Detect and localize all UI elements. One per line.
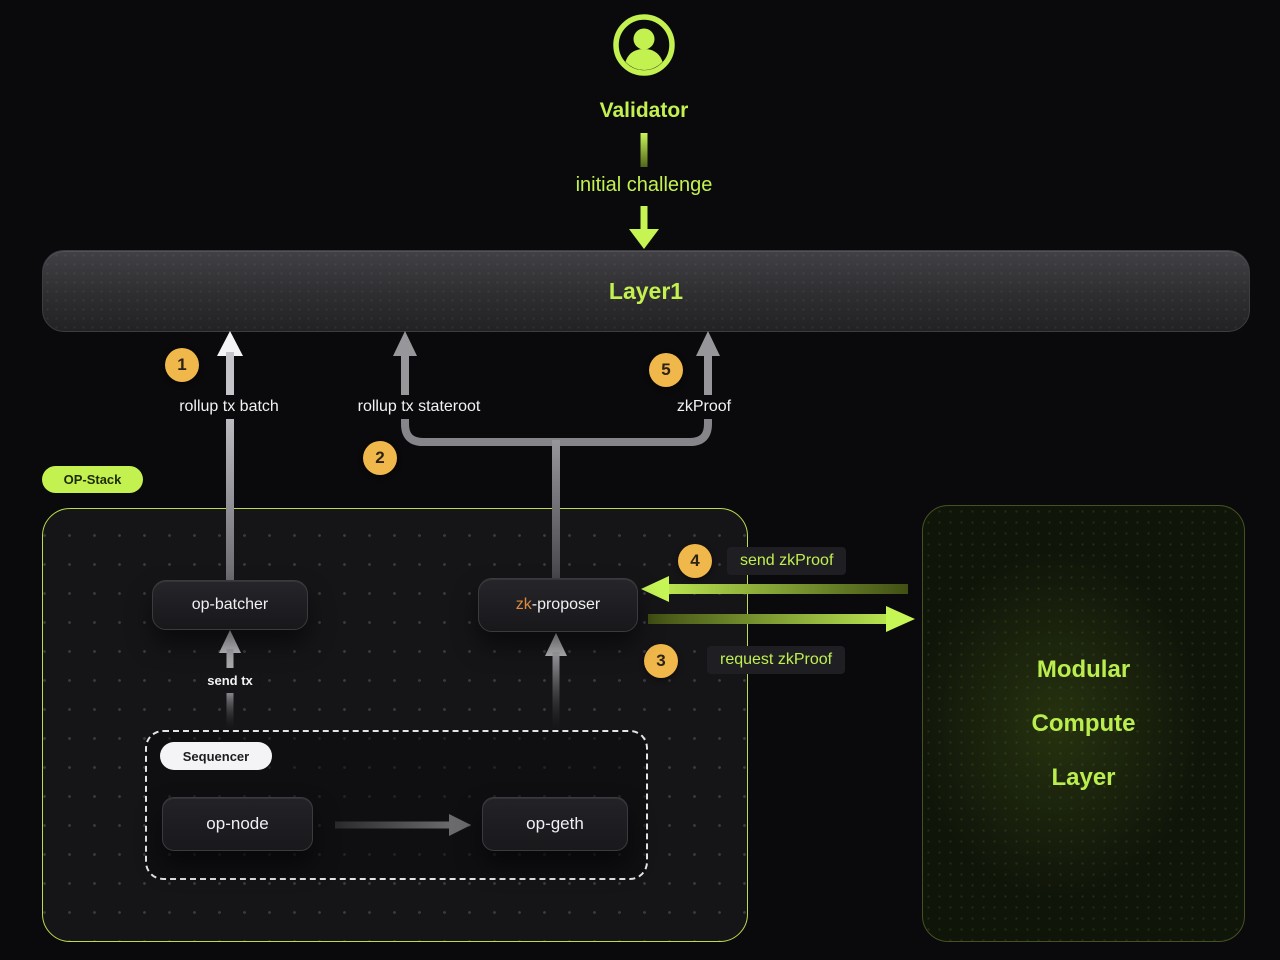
zkproof-label: zkProof: [667, 395, 741, 419]
zk-proposer-box: zk-proposer: [478, 578, 638, 632]
layer1-bar: Layer1: [42, 250, 1250, 332]
step-badge-3: 3: [644, 644, 678, 678]
rollup-tx-stateroot-label: rollup tx stateroot: [348, 395, 490, 419]
send-tx-label: send tx: [200, 671, 260, 690]
op-stack-tag: OP-Stack: [42, 466, 143, 493]
modular-compute-layer-box: Modular Compute Layer: [922, 505, 1245, 942]
step-badge-1: 1: [165, 348, 199, 382]
op-node-label: op-node: [206, 814, 269, 833]
send-zkproof-label: send zkProof: [727, 547, 847, 575]
step-badge-5: 5: [649, 353, 683, 387]
zkproof-to-layer1-arrow: [696, 331, 720, 395]
validator-label: Validator: [599, 99, 689, 122]
request-zkproof-label: request zkProof: [707, 646, 846, 674]
op-batcher-label: op-batcher: [191, 596, 269, 613]
validator-icon: [612, 13, 676, 77]
op-geth-label: op-geth: [526, 814, 584, 833]
zk-proposer-rest: -proposer: [531, 596, 601, 613]
modular-line-3: Layer: [1051, 763, 1116, 791]
zk-proposer-prefix: zk: [515, 596, 532, 613]
op-geth-box: op-geth: [482, 797, 628, 851]
rollup-tx-batch-label: rollup tx batch: [170, 395, 288, 419]
step-badge-2: 2: [363, 441, 397, 475]
modular-line-1: Modular: [1036, 655, 1131, 683]
op-node-box: op-node: [162, 797, 313, 851]
sequencer-pill: Sequencer: [160, 742, 272, 770]
rollup-tx-stateroot-arrow: [393, 331, 417, 395]
layer1-label: Layer1: [608, 277, 684, 304]
op-batcher-box: op-batcher: [152, 580, 308, 630]
modular-line-2: Compute: [1031, 709, 1136, 737]
initial-challenge-label: initial challenge: [575, 174, 713, 196]
step-badge-4: 4: [678, 544, 712, 578]
